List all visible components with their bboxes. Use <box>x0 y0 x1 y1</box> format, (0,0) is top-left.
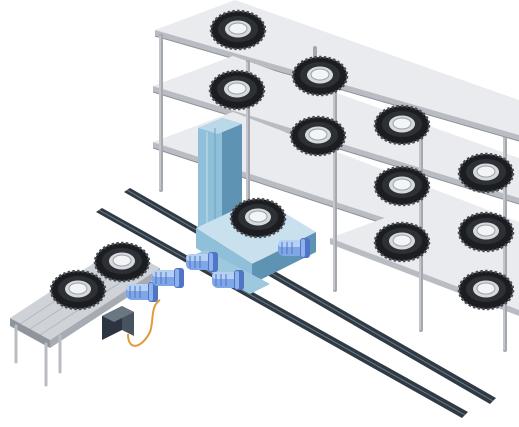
gear-motor-icon <box>277 237 311 259</box>
tire-icon <box>289 115 347 157</box>
tire-icon <box>373 104 431 146</box>
gear-motor-icon <box>211 269 245 291</box>
tire-icon <box>93 241 151 283</box>
control-cabinet-icon <box>102 306 134 340</box>
tire-icon <box>457 269 515 311</box>
tire-icon <box>229 197 287 239</box>
tire-icon <box>208 69 266 111</box>
tire-icon <box>291 55 349 97</box>
gear-motor-icon <box>185 251 219 273</box>
roller-conveyor <box>10 241 185 387</box>
gear-motor-icon <box>151 267 185 289</box>
tire-icon <box>373 221 431 263</box>
gear-motor-icon <box>125 281 159 303</box>
stacker-crane <box>185 118 316 294</box>
tire-icon <box>209 9 267 51</box>
tire-icon <box>457 211 515 253</box>
tire-icon <box>49 269 107 311</box>
tire-icon <box>373 165 431 207</box>
tire-icon <box>457 152 515 194</box>
